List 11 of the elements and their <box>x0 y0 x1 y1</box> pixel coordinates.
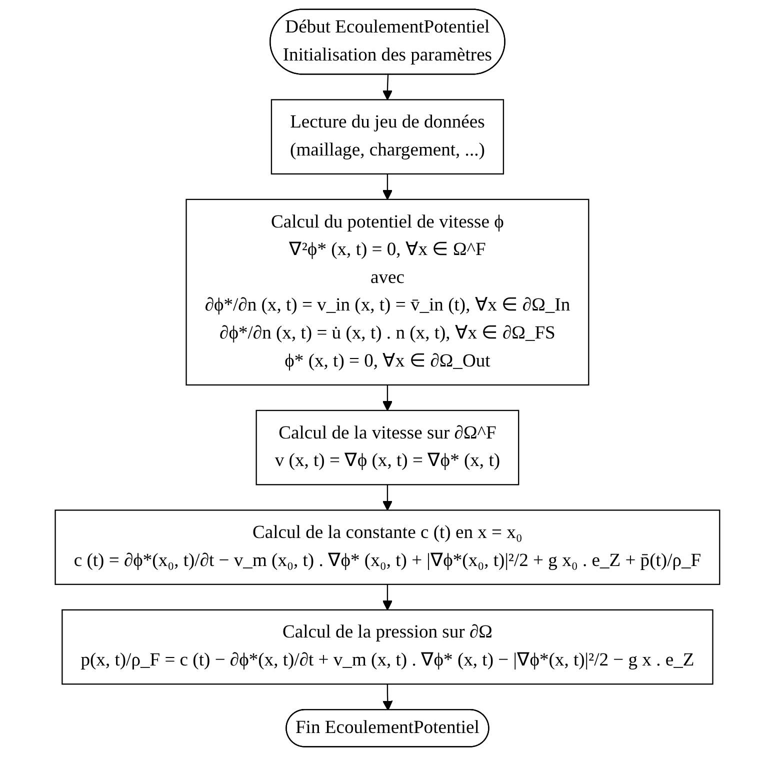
node-box: Calcul de la constante c (t) en x = x₀ c (t) = ∂ϕ*(x₀, t)/∂t − v_m (x₀, t) . ∇ϕ* (x₀, t) + |∇ϕ*(x₀, t)|²/2 + g x₀ . e_Z + p̄(t)/ρ_F <box>54 510 720 585</box>
node-box: Calcul du potentiel de vitesse ϕ ∇²ϕ* (x, t) = 0, ∀x ∈ Ω^F avec ∂ϕ*/∂n (x, t) = v_in (x, t) = v̄_in (t), ∀x ∈ ∂Ω_In ∂ϕ*/∂n (x, t) = u̇ (x, t) . n (x, t), ∀x ∈ ∂Ω_FS ϕ* (x, t) = 0, ∀x ∈ ∂Ω_Out <box>185 198 589 386</box>
arrow <box>382 484 392 511</box>
node-box: Calcul de la pression sur ∂Ω p(x, t)/ρ_F = c (t) − ∂ϕ*(x, t)/∂t + v_m (x, t) . ∇ϕ* (x, t) − |∇ϕ*(x, t)|²/2 − g x . e_Z <box>61 609 713 685</box>
node-box: Lecture du jeu de données (maillage, chargement, ...) <box>270 99 504 174</box>
node-box: Calcul de la vitesse sur ∂Ω^F v (x, t) = ∇ϕ (x, t) = ∇ϕ* (x, t) <box>255 410 519 486</box>
arrow <box>382 584 392 610</box>
arrow <box>382 684 392 711</box>
arrow <box>382 74 392 100</box>
arrow <box>382 174 392 200</box>
arrow <box>382 384 392 411</box>
